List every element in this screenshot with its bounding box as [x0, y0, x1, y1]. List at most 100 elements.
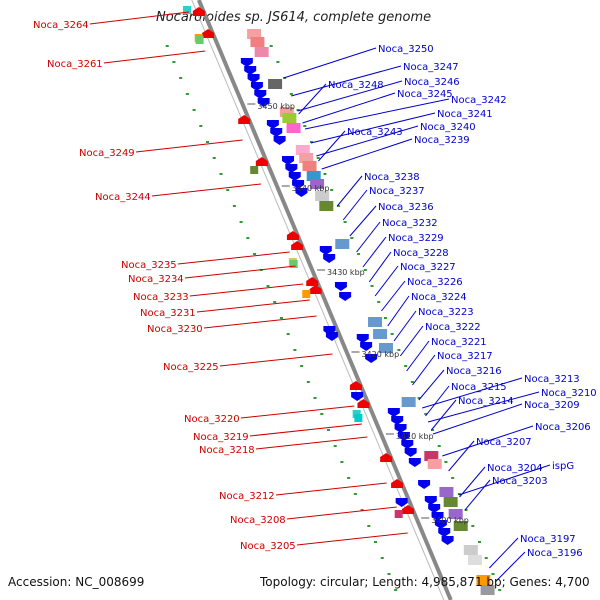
forward-gene-arrow[interactable] — [282, 156, 294, 165]
forward-gene-label[interactable]: Noca_3217 — [437, 351, 493, 362]
forward-gene-label[interactable]: Noca_3207 — [476, 437, 532, 448]
forward-gene-arrow[interactable] — [273, 136, 286, 145]
forward-gene-label[interactable]: Noca_3243 — [347, 127, 403, 138]
forward-gene-label[interactable]: Noca_3242 — [451, 95, 507, 106]
forward-gene-arrow[interactable] — [431, 512, 444, 521]
forward-gene-arrow[interactable] — [244, 66, 257, 75]
reverse-gene-label[interactable]: Noca_3261 — [47, 59, 103, 70]
forward-gene-arrow[interactable] — [408, 458, 421, 467]
forward-gene-label[interactable]: Noca_3228 — [393, 248, 449, 259]
forward-gene-arrow[interactable] — [325, 332, 338, 341]
forward-gene-label[interactable]: Noca_3247 — [403, 62, 459, 73]
forward-gene-label[interactable]: Noca_3223 — [418, 307, 474, 318]
reverse-gene-arrow[interactable] — [357, 399, 370, 408]
reverse-gene-label[interactable]: Noca_3249 — [79, 148, 135, 159]
reverse-gene-label[interactable]: Noca_3264 — [33, 20, 89, 31]
forward-gene-label[interactable]: Noca_3215 — [451, 382, 507, 393]
forward-gene-arrow[interactable] — [391, 416, 404, 425]
forward-gene-arrow[interactable] — [418, 480, 431, 489]
forward-gene-arrow[interactable] — [257, 98, 270, 107]
forward-gene-label[interactable]: Noca_3248 — [328, 80, 384, 91]
forward-gene-arrow[interactable] — [339, 292, 352, 301]
reverse-gene-arrow[interactable] — [238, 115, 251, 124]
reverse-gene-label[interactable]: Noca_3208 — [230, 515, 286, 526]
forward-gene-label[interactable]: Noca_3240 — [420, 122, 476, 133]
reverse-gene-label[interactable]: Noca_3220 — [184, 414, 240, 425]
forward-gene-arrow[interactable] — [285, 164, 298, 173]
reverse-gene-label[interactable]: Noca_3244 — [95, 192, 151, 203]
forward-gene-arrow[interactable] — [356, 334, 369, 343]
forward-gene-label[interactable]: Noca_3232 — [382, 218, 438, 229]
forward-gene-label[interactable]: Noca_3238 — [364, 172, 420, 183]
forward-gene-arrow[interactable] — [395, 498, 408, 507]
reverse-gene-label[interactable]: Noca_3218 — [199, 445, 255, 456]
forward-gene-arrow[interactable] — [266, 120, 279, 129]
reverse-gene-arrow[interactable] — [192, 7, 205, 16]
forward-gene-arrow[interactable] — [434, 520, 447, 529]
reverse-gene-arrow[interactable] — [309, 285, 322, 294]
reverse-gene-arrow[interactable] — [306, 277, 319, 286]
forward-gene-label[interactable]: Noca_3222 — [425, 322, 481, 333]
reverse-gene-label[interactable]: Noca_3205 — [240, 541, 296, 552]
reverse-gene-label[interactable]: Noca_3234 — [128, 274, 184, 285]
reverse-gene-arrow[interactable] — [291, 241, 304, 250]
reverse-gene-label[interactable]: Noca_3219 — [193, 432, 249, 443]
forward-gene-label[interactable]: Noca_3229 — [388, 233, 444, 244]
forward-gene-arrow[interactable] — [424, 496, 437, 505]
forward-gene-label[interactable]: Noca_3246 — [404, 77, 460, 88]
forward-gene-arrow[interactable] — [247, 74, 260, 83]
forward-gene-arrow[interactable] — [404, 448, 417, 457]
forward-gene-label[interactable]: Noca_3216 — [446, 366, 502, 377]
forward-gene-label[interactable]: Noca_3197 — [520, 534, 576, 545]
forward-gene-label[interactable]: Noca_3221 — [431, 337, 487, 348]
forward-gene-arrow[interactable] — [270, 128, 283, 137]
reverse-gene-label[interactable]: Noca_3230 — [147, 324, 203, 335]
forward-gene-label[interactable]: Noca_3209 — [524, 400, 580, 411]
forward-gene-label[interactable]: Noca_3224 — [411, 292, 467, 303]
forward-gene-arrow[interactable] — [428, 504, 441, 513]
forward-gene-label[interactable]: Noca_3250 — [378, 44, 434, 55]
forward-gene-label[interactable]: Noca_3210 — [541, 388, 597, 399]
forward-gene-arrow[interactable] — [438, 528, 451, 537]
reverse-gene-arrow[interactable] — [255, 157, 268, 166]
reverse-gene-label[interactable]: Noca_3212 — [219, 491, 275, 502]
forward-gene-arrow[interactable] — [292, 180, 305, 189]
forward-gene-label[interactable]: Noca_3204 — [487, 463, 543, 474]
forward-gene-label[interactable]: Noca_3214 — [458, 396, 514, 407]
forward-gene-label[interactable]: Noca_3206 — [535, 422, 591, 433]
forward-gene-label[interactable]: ispG — [552, 461, 574, 472]
reverse-gene-label[interactable]: Noca_3235 — [121, 260, 177, 271]
forward-gene-arrow[interactable] — [295, 188, 308, 197]
reverse-gene-arrow[interactable] — [286, 231, 299, 240]
forward-gene-label[interactable]: Noca_3226 — [407, 277, 463, 288]
forward-gene-label[interactable]: Noca_3245 — [397, 89, 453, 100]
forward-gene-label[interactable]: Noca_3236 — [378, 202, 434, 213]
forward-gene-arrow[interactable] — [288, 172, 301, 181]
reverse-gene-arrow[interactable] — [349, 381, 362, 390]
forward-gene-label[interactable]: Noca_3237 — [369, 186, 425, 197]
forward-gene-arrow[interactable] — [351, 392, 364, 401]
forward-gene-arrow[interactable] — [323, 254, 336, 263]
forward-gene-arrow[interactable] — [360, 342, 373, 351]
reverse-gene-label[interactable]: Noca_3231 — [140, 308, 196, 319]
forward-gene-arrow[interactable] — [254, 90, 267, 99]
reverse-gene-arrow[interactable] — [402, 505, 414, 514]
reverse-gene-arrow[interactable] — [380, 453, 393, 462]
reverse-gene-label[interactable]: Noca_3233 — [133, 292, 189, 303]
forward-gene-arrow[interactable] — [334, 282, 347, 291]
forward-gene-label[interactable]: Noca_3196 — [527, 548, 583, 559]
forward-gene-label[interactable]: Noca_3239 — [414, 135, 470, 146]
forward-gene-label[interactable]: Noca_3203 — [492, 476, 548, 487]
reverse-gene-arrow[interactable] — [202, 29, 215, 38]
reverse-gene-arrow[interactable] — [391, 479, 404, 488]
forward-gene-arrow[interactable] — [319, 246, 332, 255]
forward-gene-label[interactable]: Noca_3227 — [400, 262, 456, 273]
forward-gene-label[interactable]: Noca_3241 — [437, 109, 493, 120]
forward-gene-arrow[interactable] — [441, 536, 454, 545]
reverse-gene-label[interactable]: Noca_3225 — [163, 362, 219, 373]
forward-gene-arrow[interactable] — [387, 408, 400, 417]
forward-gene-arrow[interactable] — [394, 424, 407, 433]
forward-gene-arrow[interactable] — [240, 58, 253, 67]
forward-gene-arrow[interactable] — [250, 82, 263, 91]
